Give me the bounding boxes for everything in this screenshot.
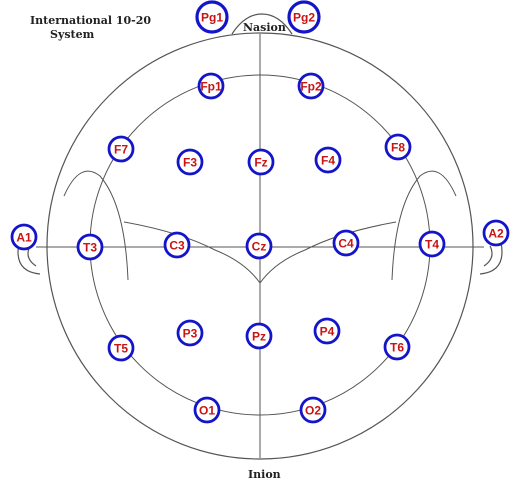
electrode-t3: T3 [76, 233, 104, 261]
electrode-pg2-ring [287, 0, 321, 34]
electrode-a1-label: A1 [16, 231, 32, 245]
electrode-fp1: Fp1 [197, 72, 225, 100]
electrode-o2-label: O2 [305, 404, 321, 418]
electrode-c3-label: C3 [169, 239, 185, 253]
title-line-2: System [50, 28, 95, 41]
electrode-f7-ring [107, 135, 135, 163]
electrode-pz: Pz [245, 322, 273, 350]
electrode-p4-label: P4 [320, 325, 335, 339]
electrode-p3-label: P3 [183, 327, 198, 341]
electrode-cz-label: Cz [252, 240, 267, 254]
electrode-a1-ring [10, 223, 38, 251]
electrode-t4-label: T4 [425, 238, 439, 252]
electrode-fp2-ring [297, 72, 325, 100]
electrode-f7-label: F7 [114, 143, 128, 157]
electrode-fz-ring [247, 148, 275, 176]
electrode-f8: F8 [384, 133, 412, 161]
electrode-f4: F4 [314, 146, 342, 174]
electrode-fp1-ring [197, 72, 225, 100]
electrode-o1: O1 [193, 396, 221, 424]
electrode-pg1-label: Pg1 [201, 11, 223, 25]
electrode-t6-ring [383, 333, 411, 361]
electrode-t5-ring [107, 334, 135, 362]
electrode-pg1: Pg1 [195, 0, 229, 34]
electrode-t5-label: T5 [114, 342, 128, 356]
electrode-pg2: Pg2 [287, 0, 321, 34]
electrode-p3-ring [176, 319, 204, 347]
title-line-1: International 10-20 [30, 14, 151, 27]
electrode-t3-label: T3 [83, 241, 97, 255]
electrode-fz: Fz [247, 148, 275, 176]
electrode-pz-label: Pz [252, 330, 266, 344]
electrode-fp2-label: Fp2 [300, 80, 322, 94]
electrode-a1: A1 [10, 223, 38, 251]
electrode-fz-label: Fz [254, 156, 267, 170]
electrode-pg1-ring [195, 0, 229, 34]
electrode-c3: C3 [163, 231, 191, 259]
right-temporal-curve [391, 170, 457, 281]
electrode-f4-ring [314, 146, 342, 174]
electrode-pz-ring [245, 322, 273, 350]
electrode-pg2-label: Pg2 [293, 11, 315, 25]
electrode-p4: P4 [313, 317, 341, 345]
head-circle [46, 32, 474, 460]
electrode-cz: Cz [245, 232, 273, 260]
electrode-f4-label: F4 [321, 154, 335, 168]
electrode-f8-ring [384, 133, 412, 161]
electrode-p4-ring [313, 317, 341, 345]
electrode-a2-ring [482, 219, 510, 247]
electrode-a2-label: A2 [488, 227, 504, 241]
electrode-o2-ring [299, 396, 327, 424]
electrode-t5: T5 [107, 334, 135, 362]
electrode-c3-ring [163, 231, 191, 259]
electrode-a2: A2 [482, 219, 510, 247]
electrode-fp2: Fp2 [297, 72, 325, 100]
electrode-o1-ring [193, 396, 221, 424]
electrode-fp1-label: Fp1 [200, 80, 222, 94]
electrode-p3: P3 [176, 319, 204, 347]
electrode-o1-label: O1 [199, 404, 215, 418]
electrode-f7: F7 [107, 135, 135, 163]
electrode-f3-ring [176, 148, 204, 176]
electrode-t6-label: T6 [390, 341, 404, 355]
electrode-t4-ring [418, 230, 446, 258]
electrode-cz-ring [245, 232, 273, 260]
electrode-t4: T4 [418, 230, 446, 258]
electrode-c4-ring [332, 229, 360, 257]
electrode-o2: O2 [299, 396, 327, 424]
electrode-f8-label: F8 [391, 141, 405, 155]
inion-label: Inion [248, 468, 281, 481]
electrode-f3: F3 [176, 148, 204, 176]
electrode-f3-label: F3 [183, 156, 197, 170]
electrode-c4: C4 [332, 229, 360, 257]
nose-outline [231, 13, 293, 35]
left-temporal-curve [63, 170, 129, 281]
nasion-label: Nasion [243, 21, 286, 34]
electrode-c4-label: C4 [338, 237, 354, 251]
electrode-t6: T6 [383, 333, 411, 361]
right-ear-inner [483, 245, 493, 267]
electrode-t3-ring [76, 233, 104, 261]
